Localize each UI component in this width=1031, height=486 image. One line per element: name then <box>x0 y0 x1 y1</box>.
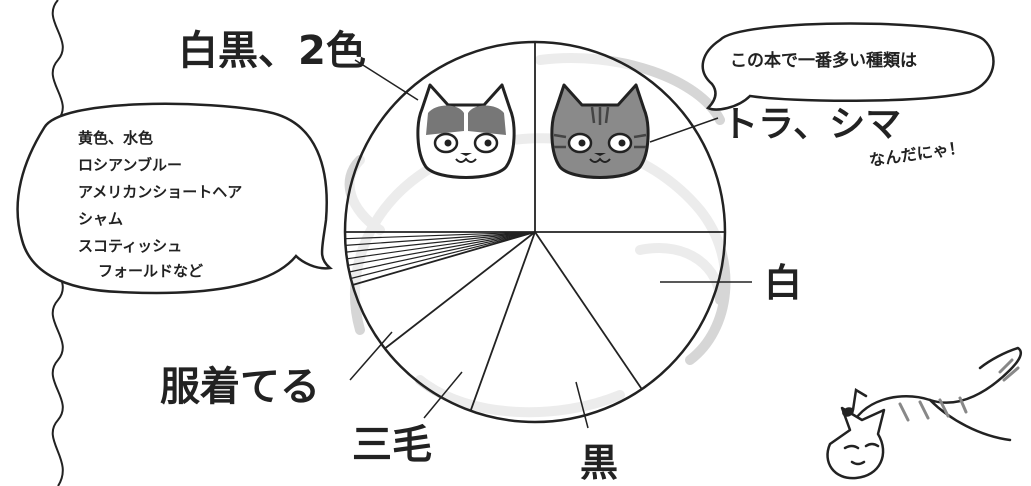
label-black: 黒 <box>580 441 618 485</box>
pie-slice-boundary-5 <box>384 231 536 350</box>
pie-slice-boundary-4 <box>469 231 536 412</box>
leader-clothed <box>349 331 393 381</box>
label-tabby: トラ、シマ <box>722 104 901 145</box>
leader-white-black <box>354 59 419 101</box>
bubble-right-text: この本で一番多い種類は <box>730 50 917 71</box>
leader-calico <box>423 371 463 419</box>
sleeping-cat-icon <box>826 346 1022 480</box>
pie-slice-boundary-3 <box>534 231 643 390</box>
bubble-left-line-1: 黄色、水色 <box>78 129 153 147</box>
pie-minor-slice-line-7 <box>345 231 536 240</box>
bubble-left-line-6: フォールドなど <box>98 262 203 280</box>
pie-minor-slice-line-4 <box>346 231 536 260</box>
pie-minor-slice-line-5 <box>346 231 536 253</box>
leader-lines <box>349 59 752 429</box>
bubble-left-line-5: スコティッシュ <box>78 237 182 255</box>
pie-minor-slice-line-6 <box>345 231 536 246</box>
label-white-black: 白黒、2色 <box>178 28 366 74</box>
music-note-icon <box>842 387 868 417</box>
white-black-cat-face-icon <box>416 83 516 179</box>
label-clothed: 服着てる <box>160 364 320 410</box>
bubble-left-line-3: アメリカンショートヘア <box>78 183 242 201</box>
pie-chart <box>343 40 727 424</box>
pie-minor-slice-line-1 <box>350 231 536 280</box>
tabby-cat-face-icon <box>550 83 650 179</box>
left-speech-bubble: 黄色、水色 ロシアンブルー アメリカンショートヘア シャム スコティッシュ フォ… <box>16 102 333 295</box>
right-speech-bubble: この本で一番多い種類は <box>701 22 995 111</box>
pie-minor-slice-line-2 <box>349 231 536 273</box>
label-calico: 三毛 <box>352 422 432 468</box>
leader-black <box>575 381 589 429</box>
leader-tabby <box>649 117 719 143</box>
bubble-left-line-2: ロシアンブルー <box>78 156 182 174</box>
label-white: 白 <box>764 261 802 305</box>
bubble-left-line-4: シャム <box>78 210 123 228</box>
pie-minor-slice-line-3 <box>347 231 536 266</box>
pie-slice-boundary-6 <box>352 231 536 286</box>
